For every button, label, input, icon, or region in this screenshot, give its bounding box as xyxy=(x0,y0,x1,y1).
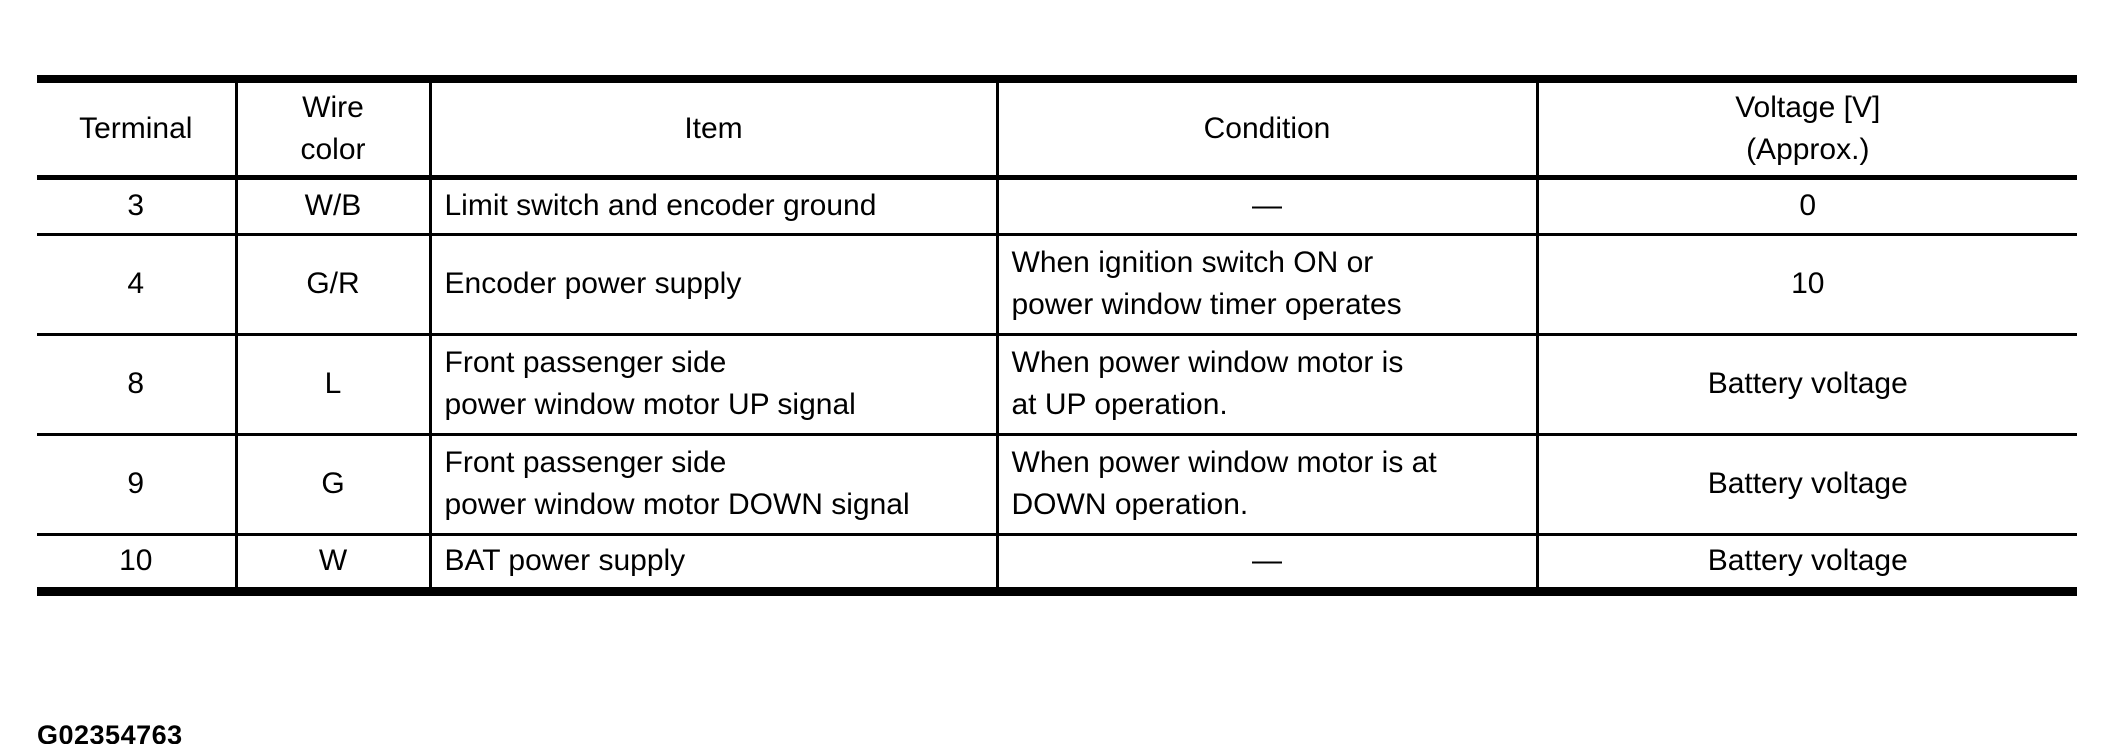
cell-terminal: 9 xyxy=(37,434,238,534)
table-row-terminal-8: 8 L Front passenger side power window mo… xyxy=(37,334,2077,434)
table-header: Terminal Wire color Item Condition Volta… xyxy=(37,79,2077,180)
cell-terminal: 8 xyxy=(37,334,238,434)
figure-id: G02354763 xyxy=(37,720,183,744)
cell-item: BAT power supply xyxy=(430,534,999,591)
cell-condition: When ignition switch ON or power window … xyxy=(997,234,1539,334)
cell-item: Front passenger side power window motor … xyxy=(430,434,999,534)
cell-wire-color: G/R xyxy=(236,234,432,334)
cell-item: Front passenger side power window motor … xyxy=(430,334,999,434)
cell-item: Limit switch and encoder ground xyxy=(430,177,999,234)
cell-condition: When power window motor is at UP operati… xyxy=(997,334,1539,434)
cell-condition: — xyxy=(997,177,1539,234)
cell-condition: — xyxy=(997,534,1539,591)
cell-voltage: Battery voltage xyxy=(1707,367,1908,400)
cell-item: Encoder power supply xyxy=(430,234,999,334)
cell-terminal: 4 xyxy=(37,234,238,334)
column-header-wire-color: Wire color xyxy=(236,79,432,180)
table-row-terminal-9: 9 G Front passenger side power window mo… xyxy=(37,434,2077,534)
table-row-terminal-3: 3 W/B Limit switch and encoder ground — … xyxy=(37,177,2077,234)
cell-wire-color: W xyxy=(236,534,432,591)
terminal-voltage-spec-table: Terminal Wire color Item Condition Volta… xyxy=(37,75,2077,596)
column-header-item: Item xyxy=(430,79,999,180)
column-header-terminal: Terminal xyxy=(37,79,238,180)
cell-voltage: Battery voltage xyxy=(1707,544,1908,577)
cell-voltage: 0 xyxy=(1799,189,1817,222)
column-header-voltage: Voltage [V] (Approx.) xyxy=(1537,79,2077,180)
cell-voltage: Battery voltage xyxy=(1707,467,1908,500)
header-row: Terminal Wire color Item Condition Volta… xyxy=(37,79,2077,180)
cell-wire-color: L xyxy=(236,334,432,434)
table-row-terminal-10: 10 W BAT power supply — Battery voltage xyxy=(37,534,2077,591)
cell-condition: When power window motor is at DOWN opera… xyxy=(997,434,1539,534)
cell-wire-color: W/B xyxy=(236,177,432,234)
cell-terminal: 10 xyxy=(37,534,238,591)
table-row-terminal-4: 4 G/R Encoder power supply When ignition… xyxy=(37,234,2077,334)
cell-voltage: 10 xyxy=(1791,267,1825,300)
column-header-condition: Condition xyxy=(997,79,1539,180)
cell-terminal: 3 xyxy=(37,177,238,234)
table-body: 3 W/B Limit switch and encoder ground — … xyxy=(37,177,2077,591)
cell-wire-color: G xyxy=(236,434,432,534)
